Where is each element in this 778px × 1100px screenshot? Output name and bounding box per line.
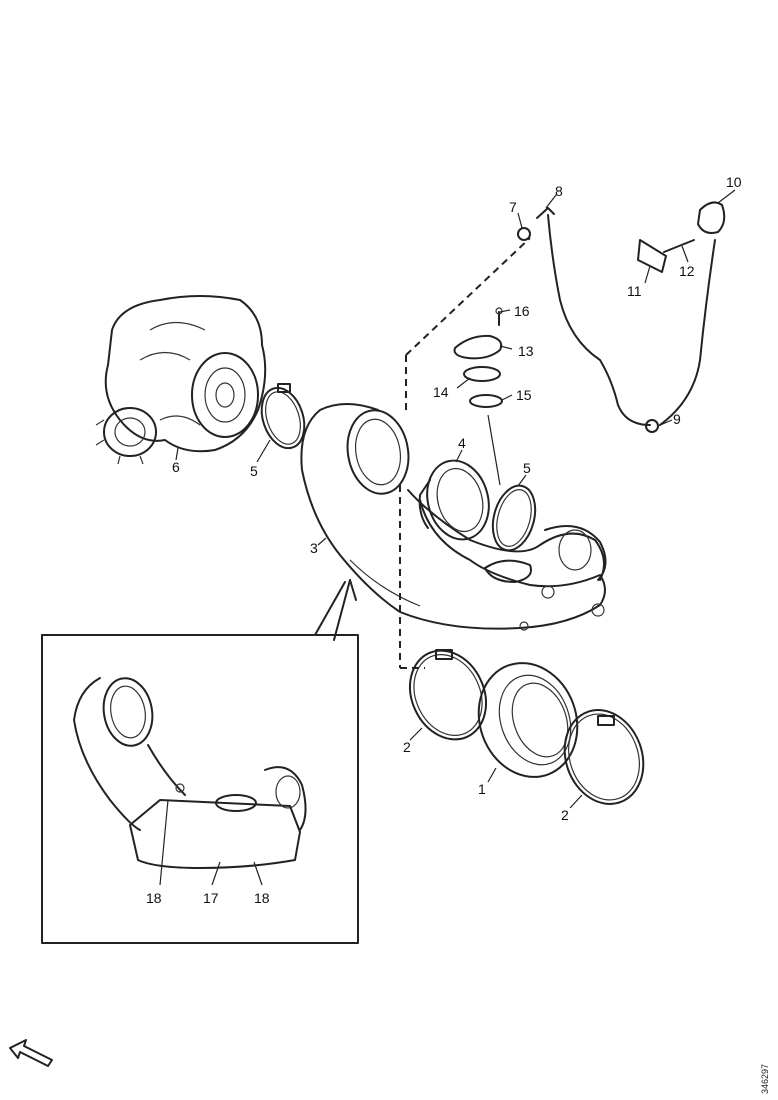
o-ring-15 [469,394,503,408]
callout-5-left: 5 [250,463,258,479]
callout-18-right: 18 [254,890,270,906]
callout-2-right: 2 [561,807,569,823]
screw-16 [495,307,503,326]
callout-3: 3 [310,540,318,556]
clamp-5-middle [491,484,537,552]
callout-18-left: 18 [146,890,162,906]
clamp-5-left [260,383,306,450]
callout-17: 17 [203,890,219,906]
callout-13: 13 [518,343,534,359]
callout-7: 7 [509,199,517,215]
callout-12: 12 [679,263,695,279]
clamp-2-upper [409,649,487,741]
callout-15: 15 [516,387,532,403]
clamp-2-right [563,709,645,805]
callout-4: 4 [458,435,466,451]
drawing-reference: 346297 [760,1064,770,1094]
callout-leaders [175,189,736,809]
detail-view-arrow [41,579,357,641]
callout-11: 11 [627,283,642,299]
sensor-harness [517,201,726,433]
turbocharger [95,295,267,465]
connector-1 [477,662,579,778]
callout-16: 16 [514,303,530,319]
callout-8: 8 [555,183,563,199]
callout-5-middle: 5 [523,460,531,476]
callout-9: 9 [673,411,681,427]
callout-14: 14 [433,384,449,400]
direction-arrow-icon [9,1039,53,1067]
callout-10: 10 [726,174,742,190]
callout-numbers: 1 2 2 3 4 5 5 6 7 8 9 10 11 12 13 14 15 … [146,174,742,906]
assembly-guide-lines [399,237,531,669]
seal-14 [463,366,501,382]
callout-1: 1 [478,781,486,797]
gasket-13 [453,334,503,360]
callout-2-upper: 2 [403,739,411,755]
detail-inset [41,634,359,944]
connector-4 [418,459,490,541]
charge-air-pipe [300,403,607,631]
callout-6: 6 [172,459,180,475]
